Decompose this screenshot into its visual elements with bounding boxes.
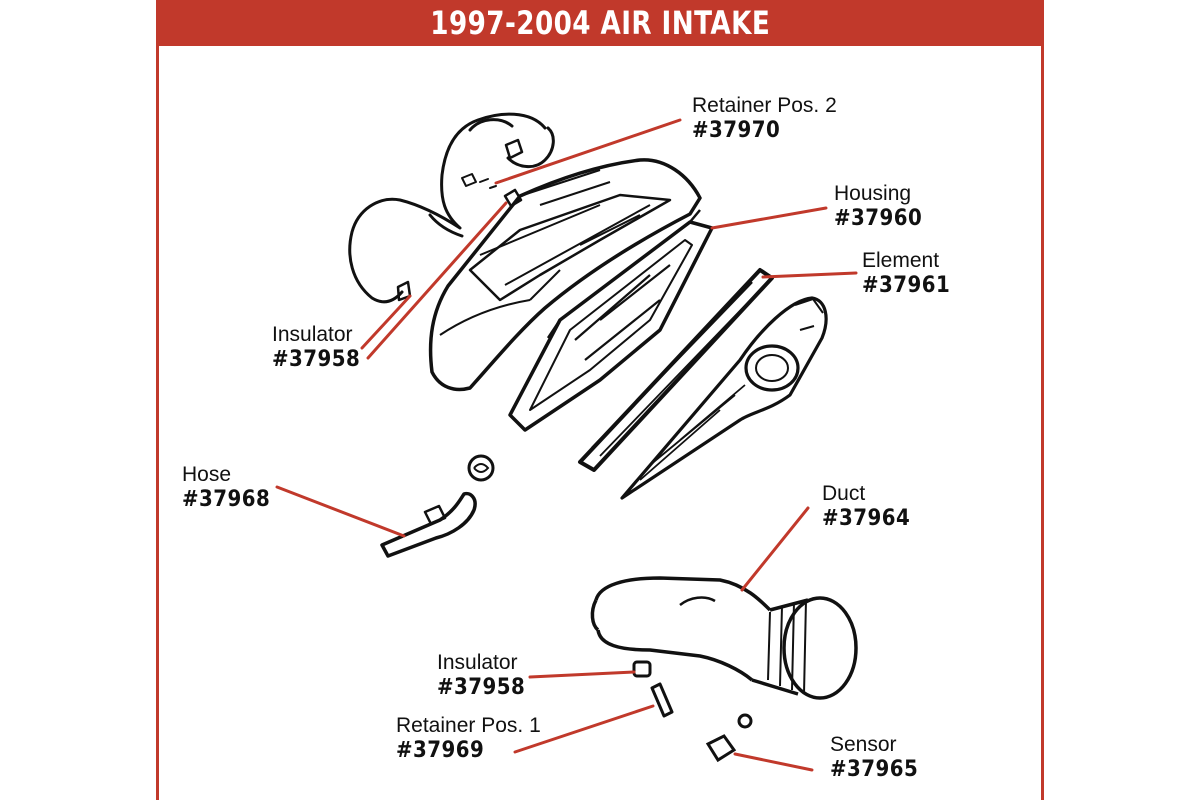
leader-retainer-pos-1 xyxy=(513,704,655,754)
leader-insulator-lower xyxy=(528,670,636,679)
part-label-retainer-pos-2: Retainer Pos. 2 #37970 xyxy=(692,94,837,144)
part-number: #37964 xyxy=(822,506,911,531)
lower-insulator-drawing xyxy=(632,660,652,678)
leader-hose xyxy=(275,485,406,538)
diagram-title: 1997-2004 AIR INTAKE xyxy=(430,4,770,42)
wiring-harness-drawing xyxy=(348,112,555,304)
leader-element xyxy=(761,271,858,279)
part-name: Retainer Pos. 1 xyxy=(396,714,541,737)
leader-duct xyxy=(740,506,810,592)
part-label-insulator-lower: Insulator #37958 xyxy=(437,651,535,701)
inlet-cone-drawing xyxy=(620,296,828,500)
leader-insulator-upper-b xyxy=(366,201,508,360)
leader-sensor xyxy=(733,752,814,772)
part-label-retainer-pos-1: Retainer Pos. 1 #37969 xyxy=(396,714,541,764)
sensor-drawing xyxy=(705,713,753,763)
diagram-title-banner: 1997-2004 AIR INTAKE xyxy=(156,0,1044,46)
part-number: #37958 xyxy=(437,675,526,700)
part-label-sensor: Sensor #37965 xyxy=(830,733,928,783)
part-name: Housing xyxy=(834,182,912,205)
part-label-housing: Housing #37960 xyxy=(834,182,932,232)
part-name: Element xyxy=(862,249,940,272)
part-number: #37968 xyxy=(182,487,271,512)
part-name: Duct xyxy=(822,482,866,505)
leader-retainer-pos-2 xyxy=(494,118,682,185)
leader-lines xyxy=(275,118,858,772)
part-number: #37958 xyxy=(272,347,361,372)
housing-lid-drawing xyxy=(428,158,702,392)
part-name: Insulator xyxy=(272,323,353,346)
part-number: #37960 xyxy=(834,206,923,231)
part-number: #37965 xyxy=(830,757,919,782)
leader-insulator-upper-a xyxy=(360,294,412,350)
part-name: Sensor xyxy=(830,733,897,756)
part-number: #37970 xyxy=(692,118,781,143)
part-label-duct: Duct #37964 xyxy=(822,482,920,532)
part-name: Retainer Pos. 2 xyxy=(692,94,837,117)
part-name: Insulator xyxy=(437,651,518,674)
hose-drawing xyxy=(380,491,477,558)
leader-housing xyxy=(710,206,828,230)
duct-drawing xyxy=(590,576,858,700)
part-label-hose: Hose #37968 xyxy=(182,463,280,513)
part-label-insulator-upper: Insulator #37958 xyxy=(272,323,370,373)
grommet-drawing xyxy=(467,454,495,482)
part-number: #37961 xyxy=(862,273,951,298)
part-number: #37969 xyxy=(396,738,485,763)
diagram-frame xyxy=(156,0,1044,800)
part-name: Hose xyxy=(182,463,232,486)
lower-retainer-drawing xyxy=(650,682,674,718)
housing-drawing xyxy=(508,209,714,432)
part-label-element: Element #37961 xyxy=(862,249,960,299)
